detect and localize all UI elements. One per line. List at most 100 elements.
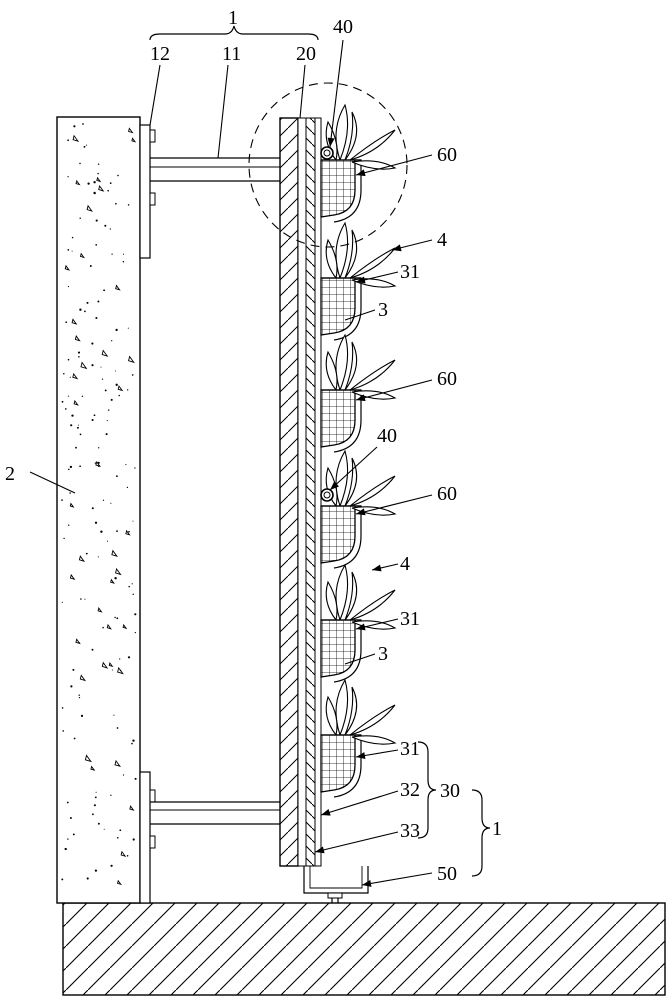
speckle-triangle xyxy=(128,355,135,364)
speckle-dot xyxy=(83,145,86,148)
leader-60-a xyxy=(355,154,433,177)
ground-slab xyxy=(62,902,666,996)
leader-50 xyxy=(361,872,433,887)
leader-60-b xyxy=(355,379,433,402)
speckle-triangle xyxy=(69,573,76,580)
mounting-panel xyxy=(279,117,322,867)
planter-pot xyxy=(320,159,362,223)
pot-body xyxy=(320,277,356,336)
brace-30 xyxy=(417,741,437,839)
speckle-dot xyxy=(134,613,137,616)
plant-leaf xyxy=(325,695,338,736)
speckle-dot xyxy=(62,730,64,732)
leader-4-b xyxy=(371,563,399,572)
speckle-dot xyxy=(67,358,70,361)
plant-leaf xyxy=(335,103,349,161)
speckle-dot xyxy=(115,370,117,372)
speckle-dot xyxy=(86,877,89,880)
speckle-dot xyxy=(70,685,73,688)
speckle-dot xyxy=(132,593,134,596)
plant-leaf xyxy=(335,221,349,279)
speckle-triangle xyxy=(95,460,102,468)
speckle-dot xyxy=(95,791,97,793)
label-60-a: 60 xyxy=(437,144,457,166)
leader-4-a xyxy=(391,239,433,252)
pot-rim xyxy=(333,159,362,223)
detail-circle xyxy=(248,82,408,248)
speckle-dot xyxy=(69,817,72,819)
pot-rim xyxy=(333,734,362,798)
plant-leaf xyxy=(335,563,349,621)
speckle-dot xyxy=(75,446,77,449)
leader-2 xyxy=(29,471,76,494)
speckle-triangle xyxy=(71,318,78,325)
leader-32 xyxy=(320,790,399,816)
planter-pot xyxy=(320,389,362,453)
speckle-dot xyxy=(69,376,71,378)
label-3-b: 3 xyxy=(378,643,388,665)
speckle-dot xyxy=(61,878,64,881)
plant-leaf xyxy=(351,278,397,288)
speckle-triangle xyxy=(90,765,96,771)
speckle-triangle xyxy=(80,361,88,370)
speckle-dot xyxy=(104,389,107,392)
speckle-dot xyxy=(61,400,64,403)
plants xyxy=(325,103,397,745)
speckle-dot xyxy=(89,265,92,267)
leader-12 xyxy=(149,64,161,126)
speckle-triangle xyxy=(73,399,79,406)
concrete-speckles xyxy=(61,123,137,886)
plant-leaf xyxy=(325,350,338,391)
speckle-dot xyxy=(78,694,80,696)
plant-leaf xyxy=(349,589,396,621)
speckle-dot xyxy=(102,626,104,629)
speckle-dot xyxy=(132,520,134,522)
speckle-dot xyxy=(128,585,130,588)
plant-leaf xyxy=(349,704,396,736)
leader-3-a xyxy=(344,309,376,321)
speckle-dot xyxy=(72,668,75,671)
speckle-dot xyxy=(97,556,99,558)
speckle-triangle xyxy=(86,204,93,212)
speckle-dot xyxy=(71,250,73,252)
speckle-dot xyxy=(64,847,67,851)
speckle-triangle xyxy=(115,567,122,576)
speckle-dot xyxy=(106,420,108,422)
label-40-top: 40 xyxy=(333,16,353,38)
speckle-dot xyxy=(134,467,136,469)
leader-31-a xyxy=(355,271,399,284)
speckle-dot xyxy=(107,409,110,411)
speckle-dot xyxy=(61,707,64,709)
planter-pot xyxy=(320,277,362,341)
speckle-dot xyxy=(91,364,94,367)
speckle-dot xyxy=(100,530,103,533)
speckle-dot xyxy=(107,189,109,192)
speckle-dot xyxy=(69,492,71,494)
plant xyxy=(325,563,397,630)
speckle-dot xyxy=(111,669,113,671)
building-wall xyxy=(56,116,141,904)
speckle-dot xyxy=(94,462,97,464)
speckle-triangle xyxy=(101,349,109,357)
label-2: 2 xyxy=(5,463,15,485)
speckle-dot xyxy=(102,499,105,501)
speckle-dot xyxy=(79,433,82,436)
speckle-dot xyxy=(100,366,102,368)
speckle-dot xyxy=(105,433,108,436)
speckle-triangle xyxy=(75,638,81,645)
speckle-dot xyxy=(70,424,73,427)
speckle-dot xyxy=(84,598,86,600)
label-31-a: 31 xyxy=(400,261,420,283)
speckle-dot xyxy=(97,822,100,825)
speckle-dot xyxy=(84,310,86,313)
speckle-dot xyxy=(110,502,112,504)
speckle-dot xyxy=(111,253,113,255)
speckle-triangle xyxy=(72,372,79,380)
speckle-dot xyxy=(91,507,94,510)
label-31-c: 31 xyxy=(400,738,420,760)
speckle-dot xyxy=(92,813,94,816)
speckle-dot xyxy=(119,829,122,832)
speckle-dot xyxy=(122,774,125,776)
